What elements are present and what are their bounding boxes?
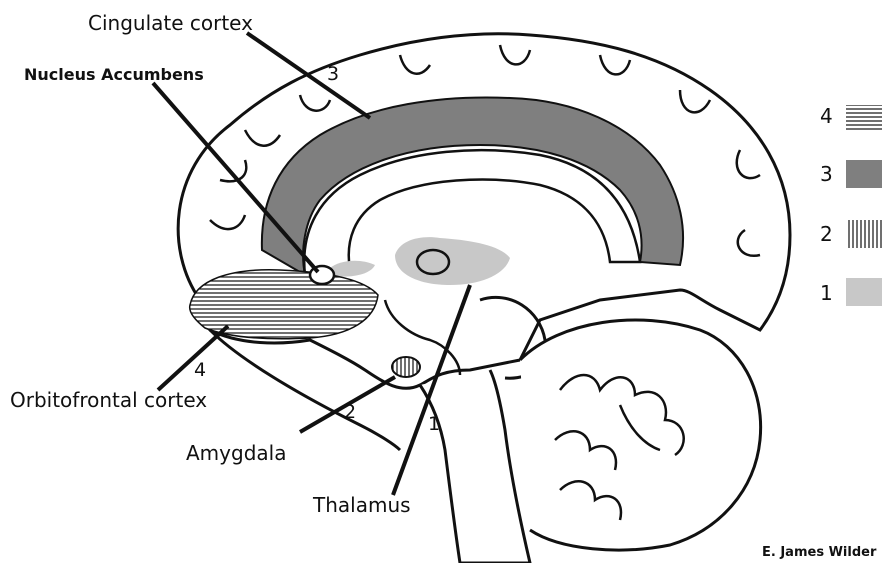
legend-swatch-dark-gray bbox=[846, 160, 882, 188]
legend-number-1: 1 bbox=[820, 281, 833, 305]
brainstem bbox=[420, 370, 530, 563]
number-amygdala: 2 bbox=[344, 401, 356, 423]
legend-swatch-horizontal-lines bbox=[846, 105, 882, 131]
cerebellum bbox=[520, 320, 761, 550]
legend-number-4: 4 bbox=[820, 104, 833, 128]
label-orbitofrontal: Orbitofrontal cortex bbox=[10, 388, 207, 412]
credit-text: E. James Wilder bbox=[762, 545, 877, 560]
number-orbitofrontal: 4 bbox=[194, 359, 206, 381]
label-thalamus: Thalamus bbox=[312, 493, 411, 517]
number-thalamus: 1 bbox=[428, 413, 440, 435]
legend-number-3: 3 bbox=[820, 162, 833, 186]
legend-swatch-light-gray bbox=[846, 278, 882, 306]
label-cingulate: Cingulate cortex bbox=[88, 11, 253, 35]
legend-swatch-vertical-lines bbox=[846, 220, 882, 248]
label-amygdala: Amygdala bbox=[186, 441, 286, 465]
legend-number-2: 2 bbox=[820, 222, 833, 246]
legend: 4 3 2 1 bbox=[820, 104, 882, 306]
label-nucleus-accumbens: Nucleus Accumbens bbox=[24, 65, 204, 84]
orbitofrontal-region bbox=[190, 270, 378, 339]
number-cingulate: 3 bbox=[327, 63, 339, 85]
amygdala-region bbox=[392, 357, 420, 377]
pointer-orbitofrontal bbox=[158, 326, 228, 390]
